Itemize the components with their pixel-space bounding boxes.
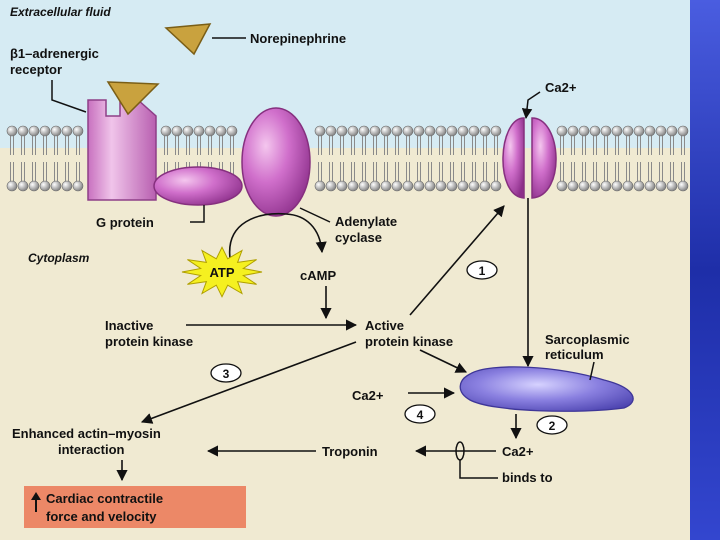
g-protein [153,166,243,206]
step3-arrow [140,341,357,424]
binds-to-leader [459,460,498,479]
troponin-label: Troponin [322,444,378,459]
beta1-adrenergic-receptor [87,99,157,201]
step4-badge [404,404,436,424]
binds-to-label: binds to [502,470,553,485]
atp-label: ATP [209,265,234,280]
step1-badge [466,260,498,280]
ca-influx-arrow [521,91,541,120]
g-protein-leader [190,205,205,223]
atp-to-camp-arrow [229,212,327,259]
sidebar-strip [690,0,720,540]
step1-arrow [409,205,505,316]
receptor-leader [51,80,87,113]
adenylate-label-line1: Adenylate [335,214,397,229]
adenylate-leader [299,207,331,223]
step2-number: 2 [549,419,556,433]
cytoplasm-label: Cytoplasm [28,251,90,265]
sr-leader [589,361,595,381]
result-box [24,486,246,528]
camp-label: cAMP [300,268,336,283]
sr-label-line1: Sarcoplasmic [545,332,630,347]
norepinephrine-label: Norepinephrine [250,31,346,46]
g-protein-label: G protein [96,215,154,230]
active-pk-line1: Active [365,318,404,333]
cytoplasm-region [0,148,690,540]
adenylate-label-line2: cyclase [335,230,382,245]
step3-number: 3 [223,367,230,381]
bound-norepinephrine [106,81,160,116]
step4-number: 4 [417,408,424,422]
up-arrow-icon [31,492,41,512]
sr-label-line2: reticulum [545,347,604,362]
atp-star-icon [181,246,263,298]
inactive-pk-line1: Inactive [105,318,153,333]
step1-number: 1 [479,264,486,278]
adenylate-cyclase [241,107,311,217]
enhanced-label-line2: interaction [58,442,125,457]
extracellular-label: Extracellular fluid [10,5,111,19]
enhanced-label-line1: Enhanced actin–myosin [12,426,161,441]
ca-channel-left-half [502,117,525,199]
step2-badge [536,415,568,435]
ca-channel-right-half [531,117,557,199]
pk-to-sr-arrow [419,349,468,373]
norepinephrine-molecule [164,23,212,56]
inactive-pk-line2: protein kinase [105,334,193,349]
step3-badge [210,363,242,383]
receptor-label-line1: β1–adrenergic [10,46,99,61]
active-pk-line2: protein kinase [365,334,453,349]
ca-channel-label: Ca2+ [545,80,577,95]
result-label-line2: force and velocity [46,509,157,524]
ca-bottom-label: Ca2+ [502,444,534,459]
ca-left-label: Ca2+ [352,388,384,403]
receptor-label-line2: receptor [10,62,62,77]
result-label-line1: Cardiac contractile [46,491,163,506]
